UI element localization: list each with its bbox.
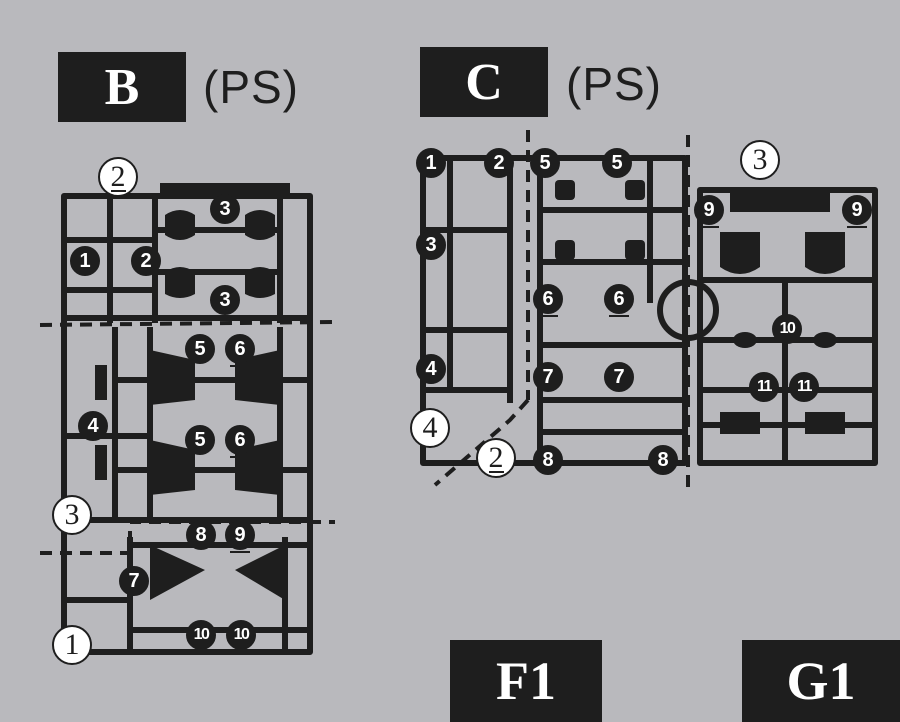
part-number-c: 5: [530, 148, 560, 178]
part-number-c: 1: [416, 148, 446, 178]
b-tag: [160, 183, 290, 198]
runner-c-frame-marker: 4: [410, 408, 450, 448]
runner-c-frame-marker: 2: [476, 438, 516, 478]
part-number-c: 9: [842, 195, 872, 228]
sheet-c-material: (PS): [566, 58, 662, 110]
part-number-c: 9: [694, 195, 724, 228]
part-number-c: 4: [416, 354, 446, 384]
runner-c-frame-marker: 3: [740, 140, 780, 180]
part-number-b: 3: [210, 285, 240, 315]
part-number-b: 10: [226, 620, 256, 650]
runner-c-left-frame: [420, 155, 719, 466]
sheet-c-label: C: [420, 47, 548, 117]
part-number-c: 11: [789, 372, 819, 402]
runner-b-frame-marker: 3: [52, 495, 92, 535]
part-number-b: 8: [186, 520, 216, 550]
part-number-c: 7: [604, 362, 634, 392]
part-number-c: 11: [749, 372, 779, 402]
part-number-b: 6: [225, 425, 255, 458]
part-number-c: 2: [484, 148, 514, 178]
sheet-g1-label: G1: [742, 640, 900, 722]
part-number-b: 3: [210, 194, 240, 224]
part-number-c: 8: [648, 445, 678, 475]
part-number-c: 7: [533, 362, 563, 392]
part-number-b: 10: [186, 620, 216, 650]
part-number-c: 10: [772, 314, 802, 344]
part-number-b: 4: [78, 411, 108, 441]
sheet-b-label: B: [58, 52, 186, 122]
part-number-b: 5: [185, 425, 215, 455]
part-number-b: 9: [225, 520, 255, 553]
part-number-b: 5: [185, 334, 215, 364]
c-tag: [730, 190, 830, 212]
part-number-b: 7: [119, 566, 149, 596]
part-number-c: 6: [533, 284, 563, 317]
runner-b-frame-marker: 2: [98, 157, 138, 197]
part-number-c: 6: [604, 284, 634, 317]
sheet-f1-label: F1: [450, 640, 602, 722]
part-number-c: 3: [416, 230, 446, 260]
runner-parts: [95, 180, 845, 600]
part-number-b: 6: [225, 334, 255, 367]
runner-b-frame-marker: 1: [52, 625, 92, 665]
sheet-b-material: (PS): [203, 61, 299, 113]
part-number-b: 2: [131, 246, 161, 276]
part-number-b: 1: [70, 246, 100, 276]
part-number-c: 8: [533, 445, 563, 475]
part-number-c: 5: [602, 148, 632, 178]
